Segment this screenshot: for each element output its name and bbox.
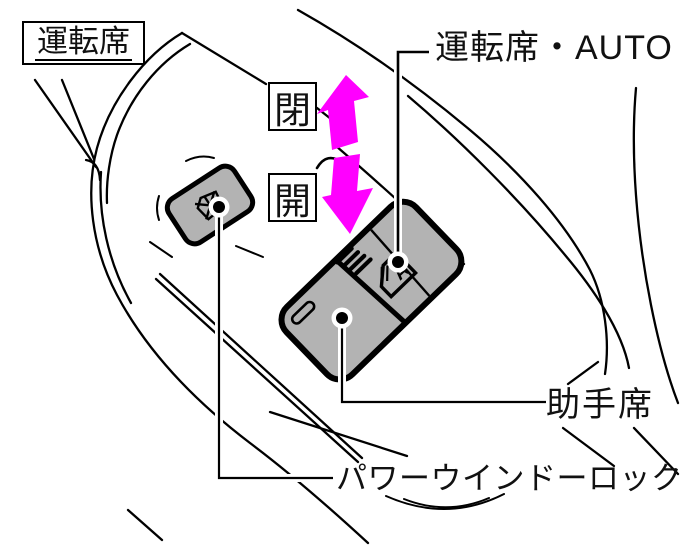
bottom-left-diagonal	[126, 508, 164, 542]
driver-seat-title-box: 運転席	[22, 21, 145, 65]
driver-seat-title: 運転席	[35, 24, 132, 61]
callout-lines	[208, 48, 546, 482]
lock-bezel-arc-top	[185, 155, 215, 162]
armrest-lower-diagonal	[268, 410, 409, 458]
door-crease-tick	[315, 106, 333, 121]
armrest-inner-edge	[105, 42, 192, 205]
grip-arc-inner	[403, 497, 490, 509]
armrest-lower-inner-edge	[99, 170, 133, 305]
door-crease	[180, 31, 268, 86]
lock-bezel-tick-left	[149, 241, 173, 258]
passenger-switch-slot	[290, 300, 316, 325]
diagonal-above-passenger-label	[566, 360, 600, 386]
lock-callout-dot	[213, 201, 225, 213]
passenger-callout-dot	[336, 312, 348, 324]
armrest-outline	[90, 31, 370, 545]
window-close-up-arrow-icon	[317, 75, 369, 150]
driver-auto-label: 運転席・AUTO	[435, 29, 673, 67]
window-frame-line	[33, 78, 98, 169]
close-label-box: 閉	[268, 82, 317, 131]
window-open-down-arrow-icon	[322, 154, 373, 234]
door-handle-bump	[84, 158, 102, 182]
close-label: 閉	[274, 89, 311, 131]
lock-bezel-arc-left	[156, 195, 160, 221]
driver-auto-callout-line	[396, 50, 429, 262]
driver-switch-grip-ridges	[335, 246, 373, 276]
passenger-seat-label: 助手席	[546, 386, 654, 424]
armrest-ridge-line-b	[154, 277, 360, 464]
driver-callout-dot	[392, 256, 404, 268]
open-label: 開	[274, 180, 311, 222]
passenger-callout-line	[340, 318, 546, 404]
door-edge-right	[632, 86, 680, 405]
door-pull-curve-inner	[406, 94, 631, 370]
diagonal-below-passenger-label-1	[561, 426, 616, 468]
lock-callout-line	[217, 207, 333, 480]
lock-bezel-tick-right	[235, 245, 264, 258]
grip-arc-outer	[385, 493, 505, 510]
power-window-lock-label: パワーウインドーロック	[336, 461, 683, 496]
diagonal-below-passenger-label-2	[632, 426, 680, 476]
open-label-box: 開	[268, 173, 317, 222]
door-pull-curve-outer	[296, 8, 609, 376]
window-frame-line-2	[60, 78, 96, 161]
armrest-ridge-line-a	[158, 272, 364, 460]
